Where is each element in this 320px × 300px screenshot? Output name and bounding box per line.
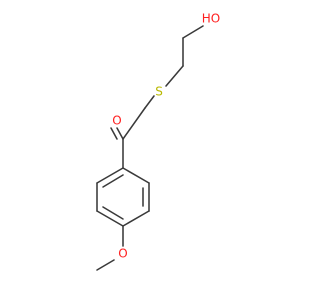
sulfur-label: S: [155, 85, 163, 99]
ring-bond-top-right: [122, 167, 150, 184]
molecule-diagram: HO S O O: [96, 11, 221, 271]
bond-s-ch2: [144, 95, 155, 109]
ring-bond-bottom-left: [96, 210, 124, 227]
bond-ch2-carbonyl: [122, 107, 146, 140]
ring-inner-double-bottom: [102, 206, 124, 220]
bond-carbonyl-oxygen-b: [110, 127, 118, 140]
carbonyl-oxygen-label: O: [112, 114, 121, 128]
bond-ether-oxygen-methyl: [96, 259, 115, 271]
bond-ho-ch2: [182, 25, 204, 39]
ring-bond-bottom-right: [122, 210, 150, 227]
bond-ch2-s: [165, 65, 184, 87]
hydroxyl-label: HO: [202, 12, 220, 26]
atom-labels: HO S O O: [112, 12, 220, 261]
ether-oxygen-label: O: [118, 247, 127, 261]
ring-bond-top-left: [96, 167, 124, 184]
molecule-structure: HO S O O: [96, 12, 220, 271]
bond-set: [96, 25, 204, 271]
bond-carbonyl-oxygen-a: [116, 127, 124, 140]
ring-inner-double-top: [102, 174, 124, 188]
